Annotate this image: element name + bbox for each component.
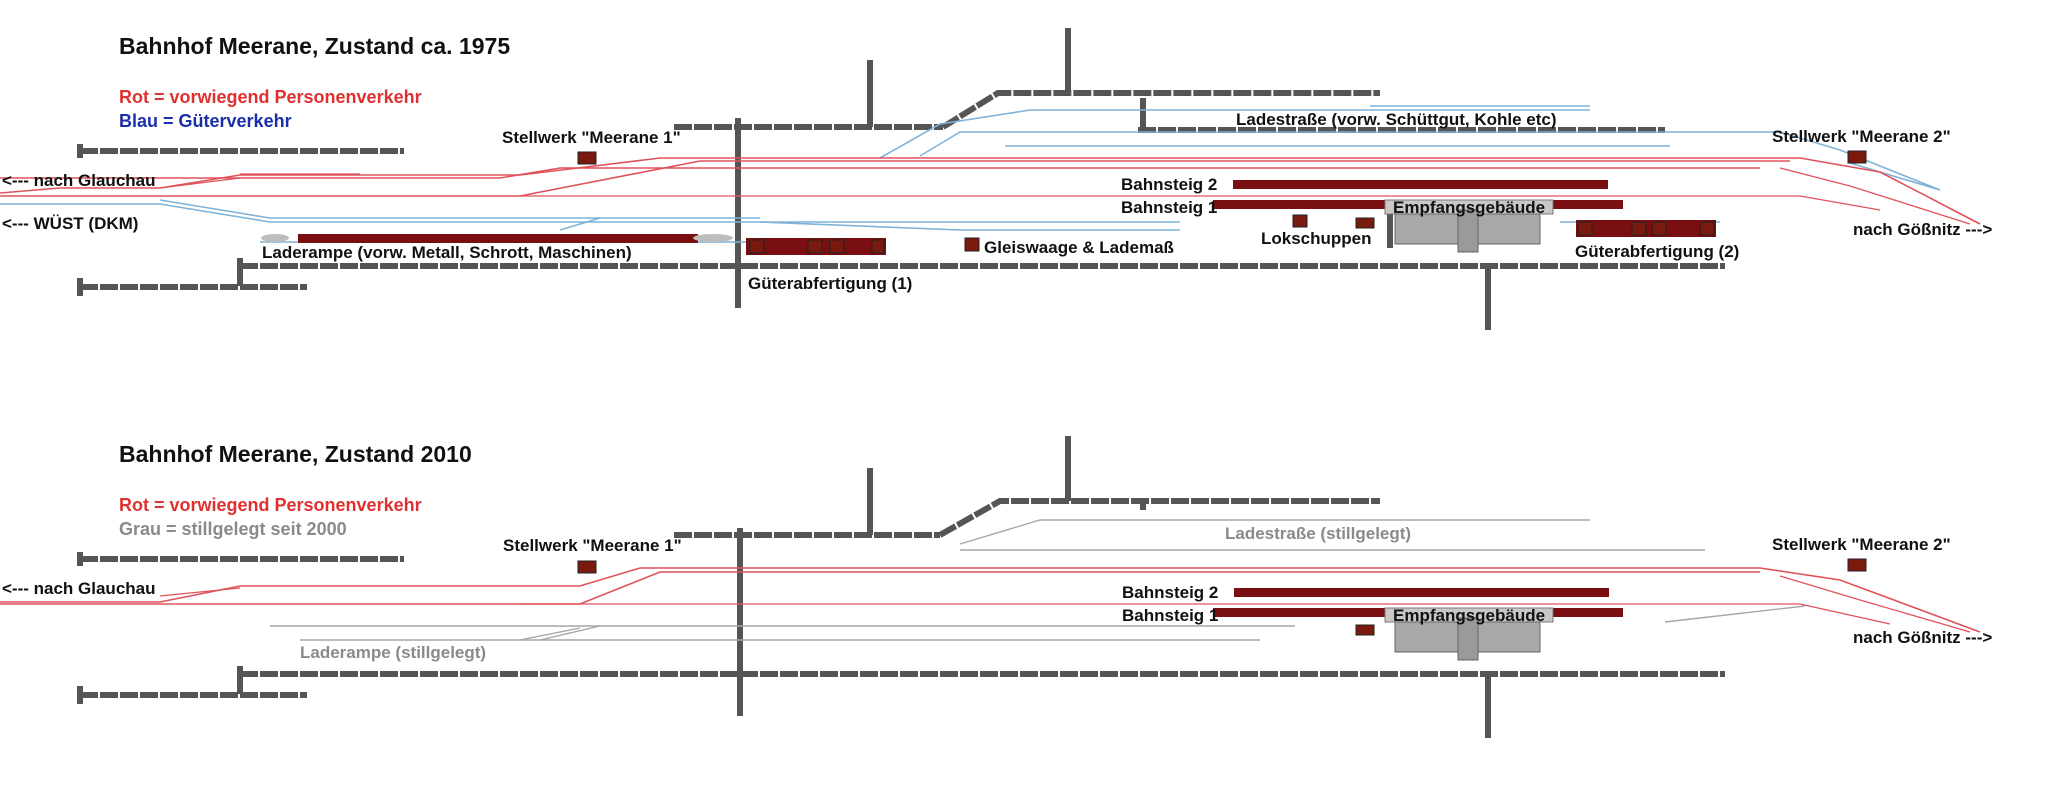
stellwerk-1-icon-2010	[577, 560, 597, 574]
label-nach-glauchau-1975: <--- nach Glauchau	[2, 171, 156, 190]
laderampe	[298, 234, 698, 243]
gueterabfertigung-1-shed	[746, 238, 886, 255]
gueterabfertigung-2-shed	[1576, 220, 1716, 237]
panel-2010: Bahnhof Meerane, Zustand 2010 Rot = vorw…	[0, 436, 1992, 738]
platform-2-2010	[1234, 588, 1609, 597]
label-stellwerk-2-1975: Stellwerk "Meerane 2"	[1772, 127, 1951, 146]
stellwerk-1-icon	[577, 151, 597, 165]
label-bahnsteig-2-1975: Bahnsteig 2	[1121, 175, 1217, 194]
label-laderampe-1975: Laderampe (vorw. Metall, Schrott, Maschi…	[262, 243, 632, 262]
label-stellwerk-1-2010: Stellwerk "Meerane 1"	[503, 536, 682, 555]
empfangsgebaeude-building-2010	[1384, 607, 1554, 661]
label-gleiswaage: Gleiswaage & Lademaß	[984, 238, 1174, 257]
label-ladestrasse-2010: Ladestraße (stillgelegt)	[1225, 524, 1411, 543]
legend-blue-1975: Blau = Güterverkehr	[119, 111, 292, 131]
label-bahnsteig-2-2010: Bahnsteig 2	[1122, 583, 1218, 602]
label-empfangsgebaeude-2010: Empfangsgebäude	[1393, 606, 1545, 625]
label-lokschuppen: Lokschuppen	[1261, 229, 1372, 248]
lokschuppen-icon-2	[1355, 217, 1375, 229]
legend-red-1975: Rot = vorwiegend Personenverkehr	[119, 87, 422, 107]
decommissioned-tracks-2010	[270, 519, 1806, 641]
label-laderampe-2010: Laderampe (stillgelegt)	[300, 643, 486, 662]
label-nach-goessnitz-1975: nach Gößnitz --->	[1853, 220, 1992, 239]
label-stellwerk-1-1975: Stellwerk "Meerane 1"	[502, 128, 681, 147]
legend-red-2010: Rot = vorwiegend Personenverkehr	[119, 495, 422, 515]
label-nach-glauchau-2010: <--- nach Glauchau	[2, 579, 156, 598]
lokschuppen-icon-2010	[1355, 624, 1375, 636]
label-ladestrasse-1975: Ladestraße (vorw. Schüttgut, Kohle etc)	[1236, 110, 1557, 129]
title-2010: Bahnhof Meerane, Zustand 2010	[119, 441, 472, 467]
label-stellwerk-2-2010: Stellwerk "Meerane 2"	[1772, 535, 1951, 554]
empfangsgebaeude-building-1975	[1384, 199, 1554, 253]
passenger-tracks-1975	[0, 157, 1981, 225]
roads-2010	[77, 436, 1725, 738]
laderampe-end	[693, 234, 733, 242]
lokschuppen-icon	[1292, 214, 1308, 228]
platform-2	[1233, 180, 1608, 189]
stellwerk-2-icon	[1847, 150, 1867, 164]
label-bahnsteig-1-1975: Bahnsteig 1	[1121, 198, 1217, 217]
label-empfangsgebaeude-1975: Empfangsgebäude	[1393, 198, 1545, 217]
gleiswaage-icon	[964, 237, 980, 252]
label-gueterabfertigung-1: Güterabfertigung (1)	[748, 274, 912, 293]
legend-grey-2010: Grau = stillgelegt seit 2000	[119, 519, 347, 539]
label-bahnsteig-1-2010: Bahnsteig 1	[1122, 606, 1218, 625]
title-1975: Bahnhof Meerane, Zustand ca. 1975	[119, 33, 510, 59]
label-gueterabfertigung-2: Güterabfertigung (2)	[1575, 242, 1739, 261]
stellwerk-2-icon-2010	[1847, 558, 1867, 572]
laderampe-start	[261, 234, 289, 242]
label-nach-goessnitz-2010: nach Gößnitz --->	[1853, 628, 1992, 647]
passenger-tracks-2010	[0, 567, 1981, 633]
label-wuest: <--- WÜST (DKM)	[2, 214, 138, 233]
panel-1975: Bahnhof Meerane, Zustand ca. 1975 Rot = …	[0, 28, 1992, 330]
